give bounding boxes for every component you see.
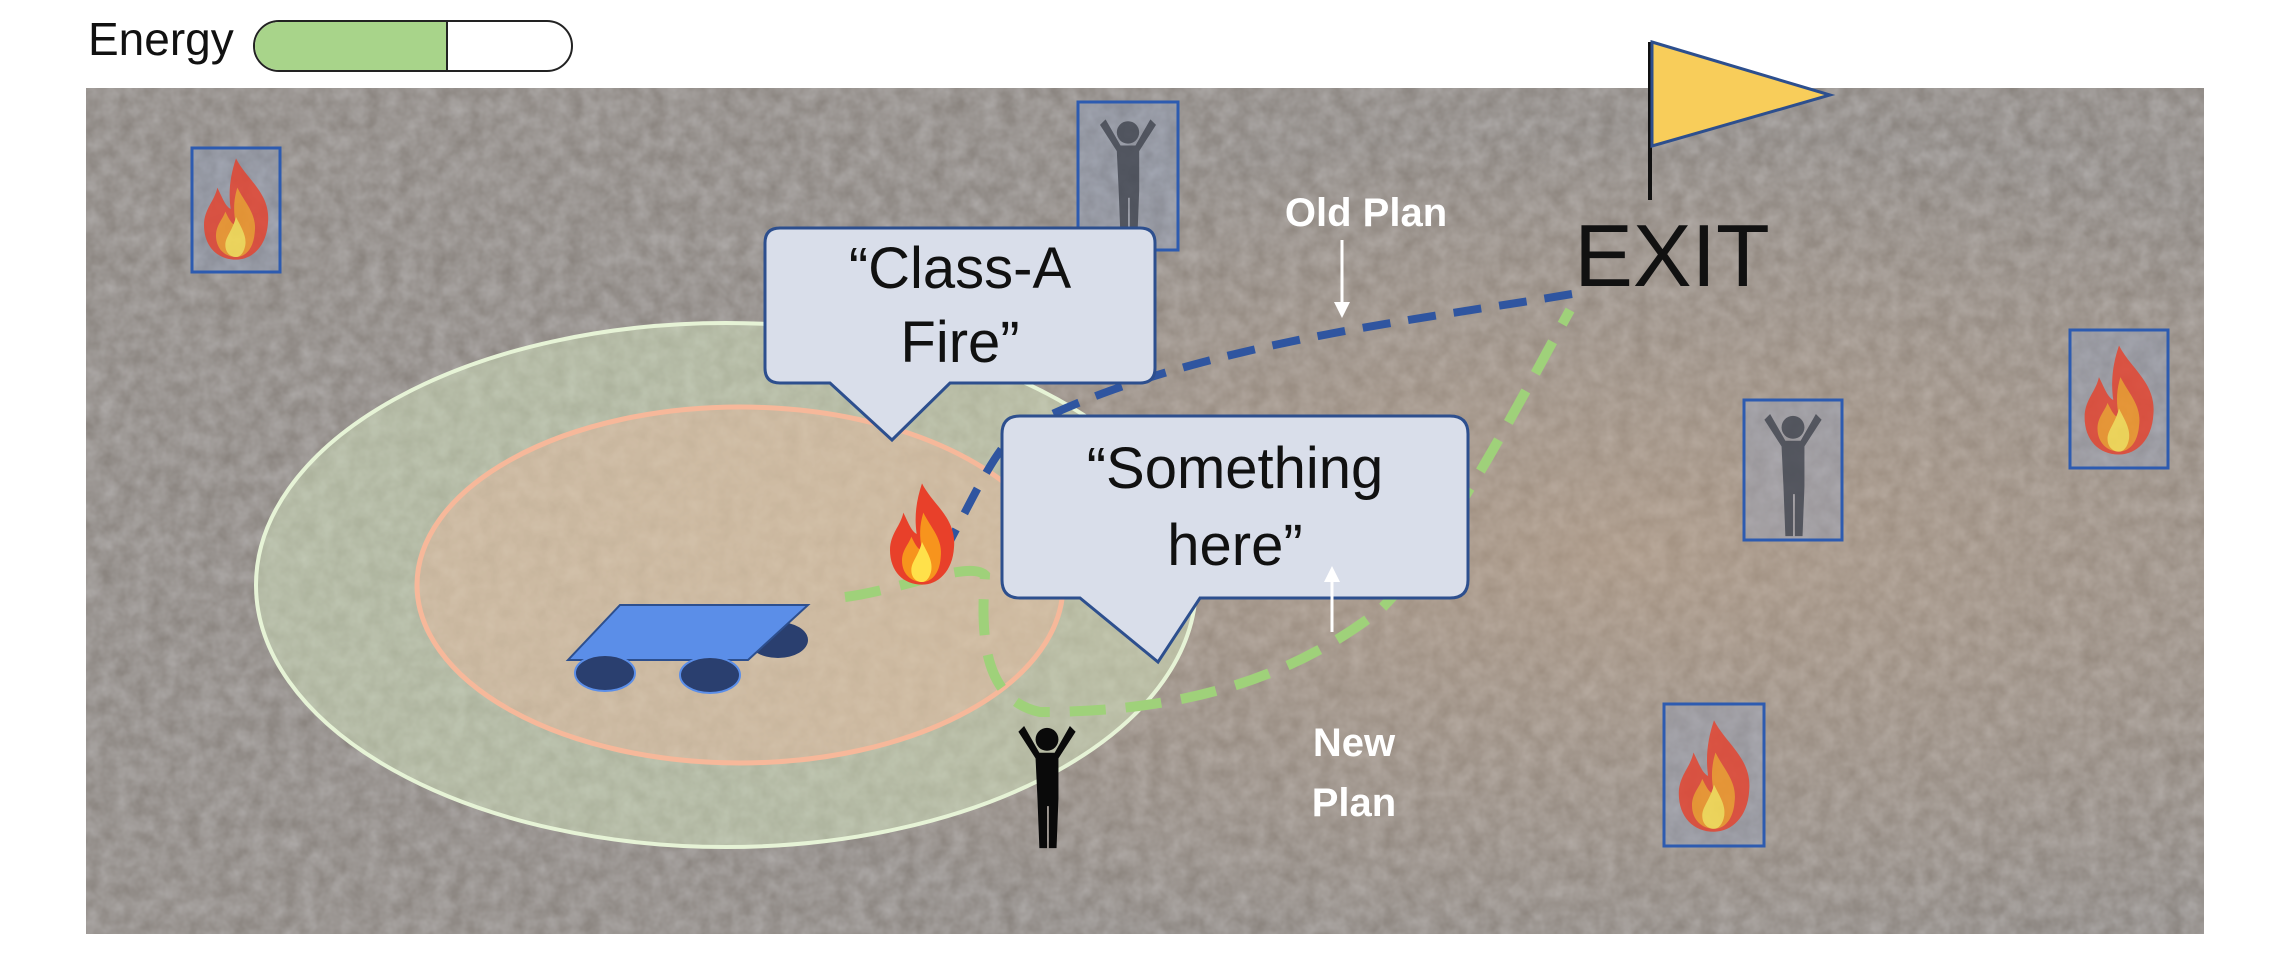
energy-label: Energy	[88, 13, 234, 65]
marker-fire-bottom	[1662, 702, 1766, 848]
marker-fire-topleft	[190, 146, 282, 274]
energy-bar	[253, 20, 573, 72]
marker-person-right	[1742, 398, 1844, 542]
marker-fire-right	[2068, 328, 2170, 470]
exit-label: EXIT	[1574, 206, 1770, 305]
old-plan-label: Old Plan	[1285, 191, 1447, 235]
rover-icon	[565, 604, 811, 694]
old-plan-path	[926, 290, 1573, 578]
marker-person-top	[1076, 100, 1180, 252]
energy-bar-fill	[255, 22, 448, 70]
fire-speech-bubble	[763, 226, 1157, 443]
new-plan-label-line2: Plan	[1312, 781, 1396, 825]
fire-bubble-line1: “Class-A	[849, 236, 1072, 301]
fire-bubble-line2: Fire”	[900, 310, 1019, 375]
new-plan-label-line1: New	[1313, 721, 1396, 765]
something-bubble-line1: “Something	[1087, 436, 1384, 501]
something-speech-bubble	[1000, 414, 1470, 665]
inner-zone	[414, 404, 1066, 766]
something-bubble-line2: here”	[1167, 513, 1302, 578]
flag-icon	[1648, 39, 1836, 200]
